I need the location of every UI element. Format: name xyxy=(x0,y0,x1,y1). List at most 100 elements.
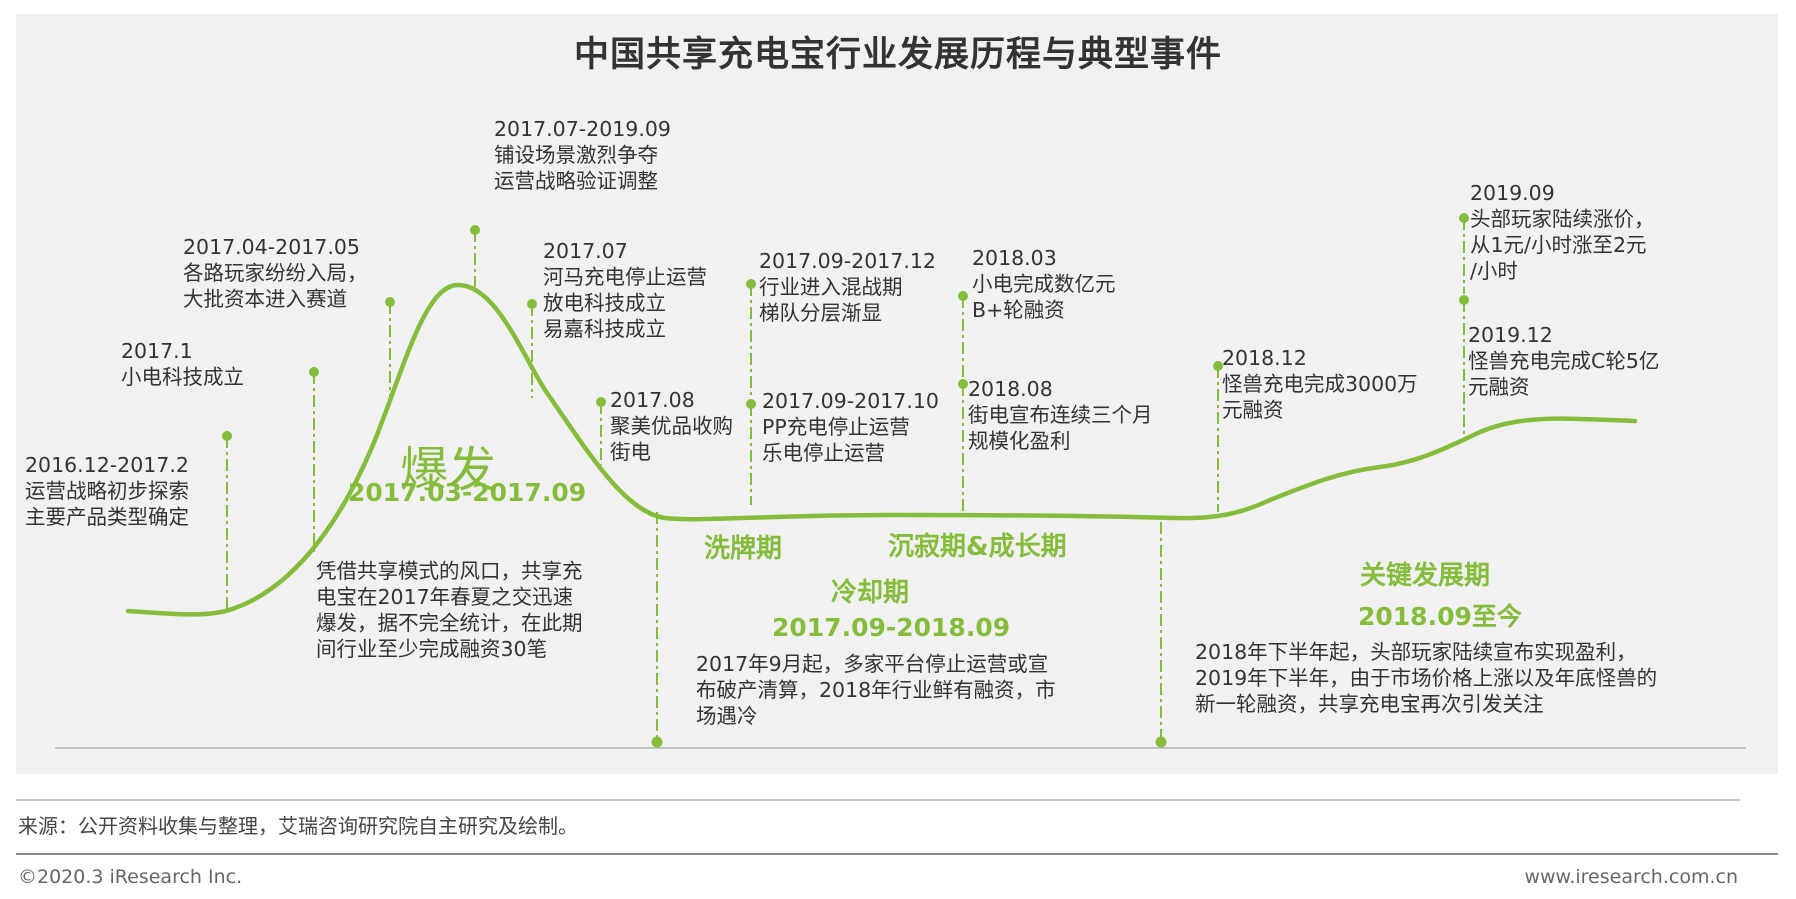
event-text: PP充电停止运营 xyxy=(762,415,910,439)
dot-2017-1 xyxy=(309,367,319,377)
desc-line: 电宝在2017年春夏之交迅速 xyxy=(316,585,574,609)
page-title: 中国共享充电宝行业发展历程与典型事件 xyxy=(573,35,1222,75)
source-note: 来源：公开资料收集与整理，艾瑞咨询研究院自主研究及绘制。 xyxy=(18,814,578,838)
desc-line: 凭借共享模式的风口，共享充 xyxy=(316,559,583,583)
event-text: B+轮融资 xyxy=(972,298,1065,322)
event-text: 街电 xyxy=(610,440,651,464)
dot-2017-04 xyxy=(385,297,395,307)
dot-2019-09 xyxy=(1459,213,1469,223)
event-text: 铺设场景激烈争夺 xyxy=(494,143,658,167)
dot-2017-09-10 xyxy=(746,399,756,409)
dot-2018-03 xyxy=(958,291,968,301)
event-text: 运营战略初步探索 xyxy=(25,479,189,503)
phase-cooling-period: 2017.09-2018.09 xyxy=(772,613,1011,642)
event-2017-07: 2017.07 河马充电停止运营 放电科技成立 易嘉科技成立 xyxy=(543,238,707,342)
event-date: 2017.09-2017.10 xyxy=(762,389,939,413)
event-2017-07-2019: 2017.07-2019.09 铺设场景激烈争夺 运营战略验证调整 xyxy=(494,116,671,194)
event-dots xyxy=(222,213,1469,748)
event-text: 元融资 xyxy=(1222,398,1284,422)
phase-key-period: 2018.09至今 xyxy=(1358,602,1522,631)
event-text: 各路玩家纷纷入局， xyxy=(183,261,368,285)
event-text: 大批资本进入赛道 xyxy=(183,287,347,311)
desc-line: 爆发，据不完全统计，在此期 xyxy=(316,611,583,635)
event-date: 2019.12 xyxy=(1468,323,1553,347)
event-text: /小时 xyxy=(1470,259,1518,283)
event-date: 2017.07-2019.09 xyxy=(494,117,671,141)
phase-burst-desc: 凭借共享模式的风口，共享充 电宝在2017年春夏之交迅速 爆发，据不完全统计，在… xyxy=(316,558,583,662)
event-text: 梯队分层渐显 xyxy=(759,301,882,325)
event-date: 2017.04-2017.05 xyxy=(183,235,360,259)
event-2017-08: 2017.08 聚美优品收购 街电 xyxy=(610,387,733,465)
event-2018-08: 2018.08 街电宣布连续三个月 规模化盈利 xyxy=(968,376,1153,454)
event-connectors xyxy=(226,218,1465,742)
desc-line: 2019年下半年，由于市场价格上涨以及年底怪兽的 xyxy=(1195,666,1658,690)
event-date: 2017.1 xyxy=(121,339,193,363)
desc-line: 2017年9月起，多家平台停止运营或宣 xyxy=(696,652,1049,676)
event-text: 河马充电停止运营 xyxy=(543,265,707,289)
event-text: 乐电停止运营 xyxy=(762,441,885,465)
event-text: 主要产品类型确定 xyxy=(25,505,189,529)
event-text: 怪兽充电完成3000万 xyxy=(1222,372,1418,396)
event-date: 2018.08 xyxy=(968,377,1053,401)
event-2016-12: 2016.12-2017.2 运营战略初步探索 主要产品类型确定 xyxy=(25,452,189,530)
event-text: 放电科技成立 xyxy=(543,291,666,315)
dot-2017-07 xyxy=(527,299,537,309)
phase-burst-name: 爆发 xyxy=(400,442,497,498)
event-2019-12: 2019.12 怪兽充电完成C轮5亿 元融资 xyxy=(1468,322,1659,400)
event-text: 运营战略验证调整 xyxy=(494,169,658,193)
event-date: 2017.09-2017.12 xyxy=(759,249,936,273)
event-text: 小电完成数亿元 xyxy=(972,272,1116,296)
footer-divider-top xyxy=(16,799,1740,801)
event-2017-09-12: 2017.09-2017.12 行业进入混战期 梯队分层渐显 xyxy=(759,248,936,326)
phase-quiet-name: 沉寂期&成长期 xyxy=(888,532,1067,562)
phase-shuffle-name: 洗牌期 xyxy=(704,534,783,564)
chart-panel xyxy=(16,14,1778,774)
phase-cooling-desc: 2017年9月起，多家平台停止运营或宣 布破产清算，2018年行业鲜有融资，市 … xyxy=(696,651,1056,729)
dot-key-start xyxy=(1155,736,1167,748)
dot-2018-12 xyxy=(1213,361,1223,371)
footer-divider-bottom xyxy=(16,853,1778,855)
event-2018-12: 2018.12 怪兽充电完成3000万 元融资 xyxy=(1222,345,1418,423)
phase-burst-period: 2017.03-2017.09 xyxy=(348,478,587,507)
event-2017-09-10: 2017.09-2017.10 PP充电停止运营 乐电停止运营 xyxy=(762,388,939,466)
desc-line: 场遇冷 xyxy=(696,704,758,728)
event-date: 2018.12 xyxy=(1222,346,1307,370)
event-text: 街电宣布连续三个月 xyxy=(968,403,1153,427)
dot-2017-08 xyxy=(596,397,606,407)
event-2017-1: 2017.1 小电科技成立 xyxy=(121,338,244,390)
dot-2019-12 xyxy=(1459,295,1469,305)
desc-line: 间行业至少完成融资30笔 xyxy=(316,637,548,661)
phase-key-desc: 2018年下半年起，头部玩家陆续宣布实现盈利， 2019年下半年，由于市场价格上… xyxy=(1195,639,1657,717)
dot-2017-09-12 xyxy=(746,279,756,289)
event-date: 2016.12-2017.2 xyxy=(25,453,189,477)
event-2018-03: 2018.03 小电完成数亿元 B+轮融资 xyxy=(972,245,1116,323)
dot-2018-08 xyxy=(958,379,968,389)
event-date: 2017.07 xyxy=(543,239,628,263)
phase-cooling-name: 冷却期 xyxy=(831,578,910,608)
industry-trend-curve xyxy=(125,282,1638,617)
website-link[interactable]: www.iresearch.com.cn xyxy=(1524,866,1738,888)
event-date: 2017.08 xyxy=(610,388,695,412)
event-text: 小电科技成立 xyxy=(121,365,244,389)
desc-line: 新一轮融资，共享充电宝再次引发关注 xyxy=(1195,692,1544,716)
event-text: 从1元/小时涨至2元 xyxy=(1470,233,1647,257)
dot-2016-12 xyxy=(222,431,232,441)
event-text: 易嘉科技成立 xyxy=(543,317,666,341)
desc-line: 布破产清算，2018年行业鲜有融资，市 xyxy=(696,678,1056,702)
dot-cooling-start xyxy=(651,736,663,748)
event-text: 怪兽充电完成C轮5亿 xyxy=(1468,349,1660,373)
event-text: 行业进入混战期 xyxy=(759,275,903,299)
desc-line: 2018年下半年起，头部玩家陆续宣布实现盈利， xyxy=(1195,640,1637,664)
event-text: 聚美优品收购 xyxy=(610,414,733,438)
event-date: 2018.03 xyxy=(972,246,1057,270)
event-text: 规模化盈利 xyxy=(968,429,1071,453)
event-text: 头部玩家陆续涨价， xyxy=(1470,207,1655,231)
event-2019-09: 2019.09 头部玩家陆续涨价， 从1元/小时涨至2元 /小时 xyxy=(1470,180,1655,284)
dot-2017-07-2019 xyxy=(470,225,480,235)
event-2017-04: 2017.04-2017.05 各路玩家纷纷入局， 大批资本进入赛道 xyxy=(183,234,368,312)
event-date: 2019.09 xyxy=(1470,181,1555,205)
copyright: ©2020.3 iResearch Inc. xyxy=(18,866,243,888)
phase-key-name: 关键发展期 xyxy=(1360,561,1491,591)
